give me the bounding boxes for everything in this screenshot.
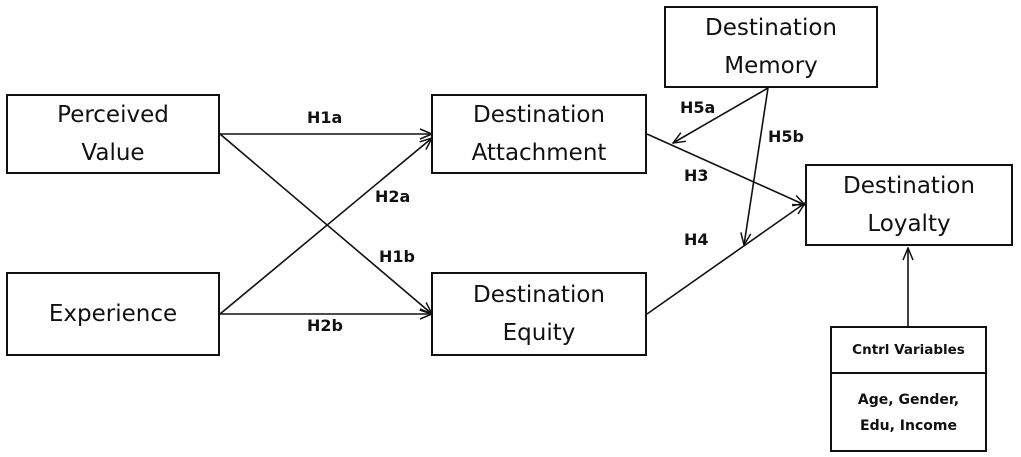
node-label: Experience [48, 301, 178, 327]
node-label: Destination Memory [705, 15, 837, 79]
arrow-h3 [646, 133, 805, 205]
arrow-h5b [744, 87, 769, 245]
label-h1b: H1b [379, 247, 415, 266]
node-destination-memory: Destination Memory [664, 6, 878, 88]
node-label: Destination Equity [473, 282, 605, 346]
arrow-h4 [646, 203, 805, 315]
label-h5a: H5a [680, 98, 716, 117]
arrow-h5a [673, 87, 769, 143]
label-h5b: H5b [768, 127, 804, 146]
node-experience: Experience [6, 272, 220, 356]
node-perceived-value: Perceived Value [6, 94, 220, 174]
control-variables-title: Cntrl Variables [832, 328, 985, 374]
label-h1a: H1a [307, 108, 343, 127]
label-h2b: H2b [307, 316, 343, 335]
node-destination-equity: Destination Equity [431, 272, 647, 356]
arrow-h2a [219, 138, 432, 315]
control-variables-box: Cntrl Variables Age, Gender, Edu, Income [830, 326, 987, 452]
arrow-h1b [219, 133, 432, 314]
node-label: Perceived Value [57, 102, 169, 166]
node-label: Destination Attachment [471, 102, 607, 166]
node-destination-attachment: Destination Attachment [431, 94, 647, 174]
label-h3: H3 [684, 166, 709, 185]
label-h2a: H2a [375, 187, 411, 206]
control-variables-list: Age, Gender, Edu, Income [857, 392, 960, 434]
node-destination-loyalty: Destination Loyalty [805, 164, 1013, 246]
node-label: Destination Loyalty [843, 173, 975, 237]
label-h4: H4 [684, 230, 709, 249]
